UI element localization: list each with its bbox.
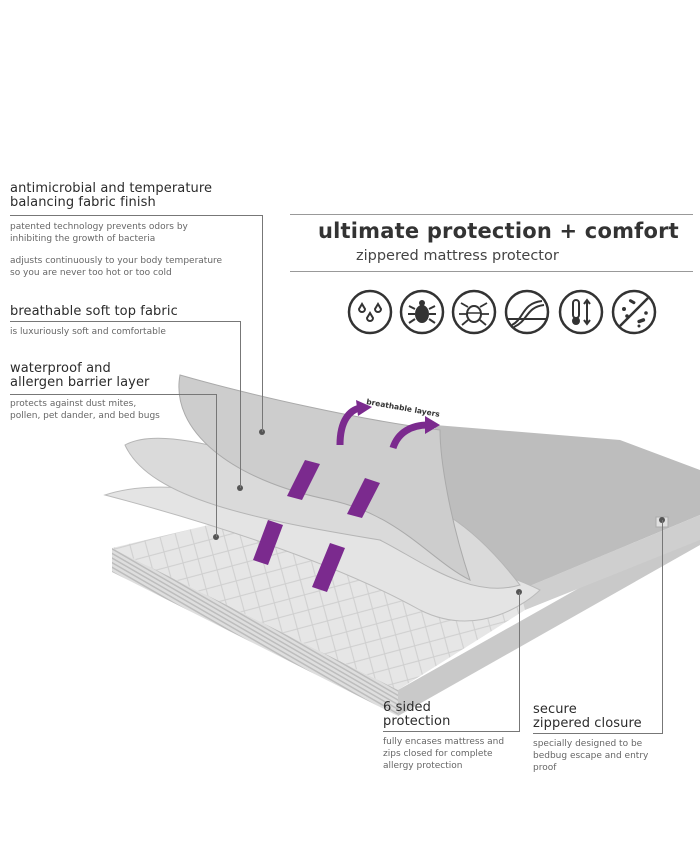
body-line: fully encases mattress and <box>383 737 505 747</box>
body-line: inhibiting the growth of bacteria <box>10 234 156 244</box>
callout-line <box>519 592 520 732</box>
callout-line <box>10 215 263 216</box>
header-divider <box>290 214 693 215</box>
layer-stripes <box>253 460 380 592</box>
body-line: patented technology prevents odors by <box>10 222 188 232</box>
body-line: so you are never too hot or too cold <box>10 268 172 278</box>
callout-line <box>10 321 241 322</box>
waterproof-drops-icon <box>347 289 393 335</box>
breathable-layers-icon <box>504 289 550 335</box>
title-line: protection <box>383 714 451 729</box>
arrow-icon <box>389 421 429 450</box>
body-line: pollen, pet dander, and bed bugs <box>10 411 160 421</box>
title-line: secure <box>533 702 577 717</box>
title-line: antimicrobial and temperature <box>10 181 213 196</box>
body-line: allergy protection <box>383 761 463 771</box>
title-line: balancing fabric finish <box>10 195 156 210</box>
body-line: proof <box>533 763 557 773</box>
arrow-label: breathable layers <box>366 397 441 419</box>
top-fabric-title: breathable soft top fabric <box>10 304 178 319</box>
title-line: waterproof and <box>10 361 111 376</box>
callout-line <box>10 394 217 395</box>
page-title: ultimate protection + comfort <box>318 219 679 243</box>
body-line: specially designed to be <box>533 739 643 749</box>
bedbug-icon <box>451 289 497 335</box>
body-line: zips closed for complete <box>383 749 493 759</box>
body-line: protects against dust mites, <box>10 399 137 409</box>
six-sided-title: 6 sided protection <box>383 701 450 729</box>
zipper-title: secure zippered closure <box>533 703 642 731</box>
callout-line <box>240 321 241 488</box>
barrier-body: protects against dust mites, pollen, pet… <box>10 398 160 422</box>
antimicrobial-icon <box>611 289 657 335</box>
title-line: 6 sided <box>383 700 431 715</box>
cover-side <box>520 515 700 610</box>
barrier-title: waterproof and allergen barrier layer <box>10 362 150 390</box>
zipper-body: specially designed to be bedbug escape a… <box>533 738 648 774</box>
antimicrobial-body: patented technology prevents odors by in… <box>10 221 222 279</box>
page-subtitle: zippered mattress protector <box>356 248 559 264</box>
mattress-front-side <box>112 548 398 716</box>
title-line: allergen barrier layer <box>10 375 150 390</box>
temperature-icon <box>558 289 604 335</box>
dust-mite-icon <box>399 289 445 335</box>
body-line: adjusts continuously to your body temper… <box>10 256 223 266</box>
callout-line <box>383 731 520 732</box>
callout-line <box>533 733 663 734</box>
six-sided-body: fully encases mattress and zips closed f… <box>383 736 504 772</box>
top-fabric-body: is luxuriously soft and comfortable <box>10 327 166 337</box>
title-line: zippered closure <box>533 716 642 731</box>
callout-line <box>662 520 663 734</box>
callout-line <box>216 394 217 537</box>
body-line: bedbug escape and entry <box>533 751 649 761</box>
callout-line <box>262 215 263 432</box>
header-divider <box>290 271 693 272</box>
cover-top <box>430 425 700 590</box>
antimicrobial-title: antimicrobial and temperature balancing … <box>10 182 212 210</box>
